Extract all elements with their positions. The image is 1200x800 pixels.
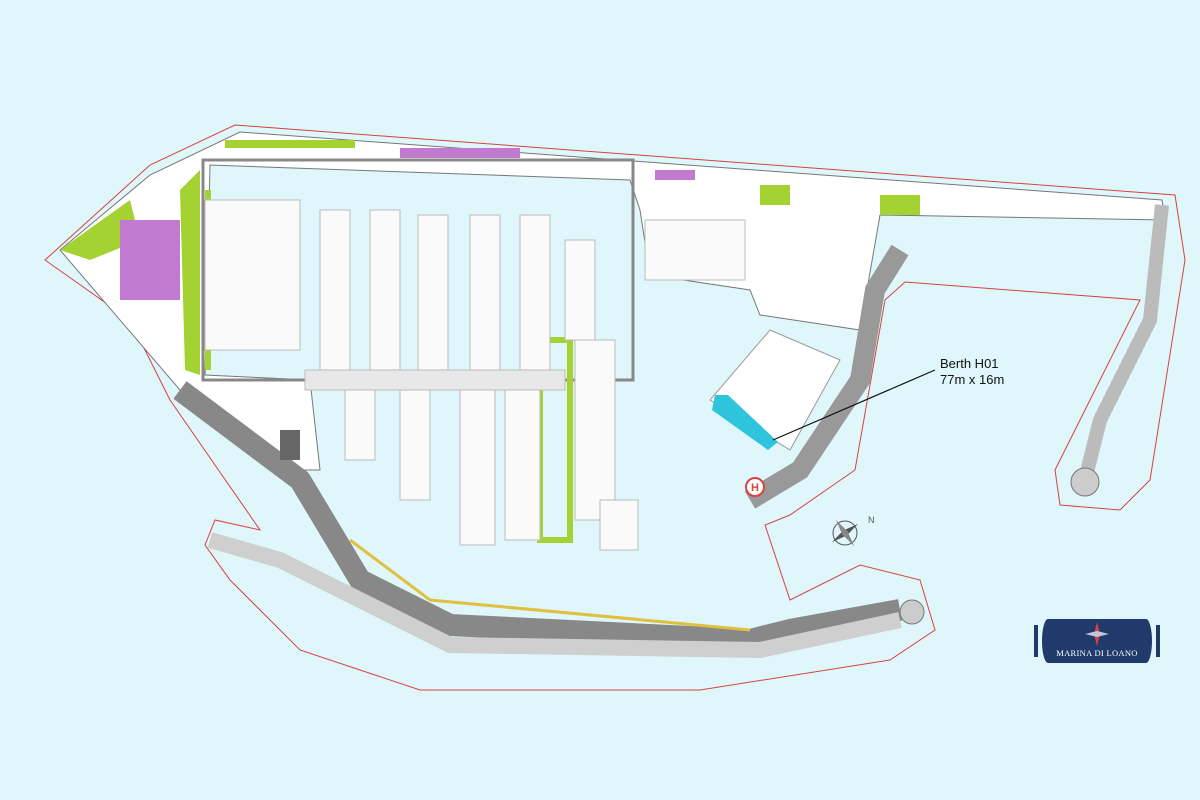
berth-size: 77m x 16m	[940, 372, 1005, 387]
logo-bar-left	[1034, 625, 1038, 657]
berth-h01[interactable]	[712, 395, 778, 450]
berth-label: Berth H01 77m x 16m	[940, 356, 1004, 388]
berth-name: Berth H01	[940, 356, 999, 371]
pier-head	[1070, 467, 1100, 497]
quay-yellow	[349, 538, 751, 632]
compass-north-label: N	[868, 515, 875, 525]
heliport-symbol: H	[751, 482, 759, 494]
south-breakwater	[173, 381, 902, 651]
parking-areas	[120, 148, 695, 300]
harbour-boundary	[44, 124, 1186, 691]
south-breakwater-outer	[207, 532, 902, 659]
logo-body	[1042, 619, 1152, 663]
heliport-icon	[745, 477, 765, 497]
east-breakwater	[744, 244, 909, 509]
compass-rose-icon	[831, 519, 859, 547]
piers	[204, 199, 746, 551]
marina-di-loano-logo: MARINA DI LOANO	[1032, 619, 1162, 663]
logo-bar-right	[1156, 625, 1160, 657]
building	[280, 430, 300, 460]
breakwater-head	[899, 599, 925, 625]
green-areas	[60, 140, 920, 543]
logo-text: MARINA DI LOANO	[1056, 648, 1138, 658]
east-pier	[1078, 204, 1169, 482]
berth-pointer	[772, 369, 936, 441]
logo-compass-icon	[1085, 622, 1109, 646]
